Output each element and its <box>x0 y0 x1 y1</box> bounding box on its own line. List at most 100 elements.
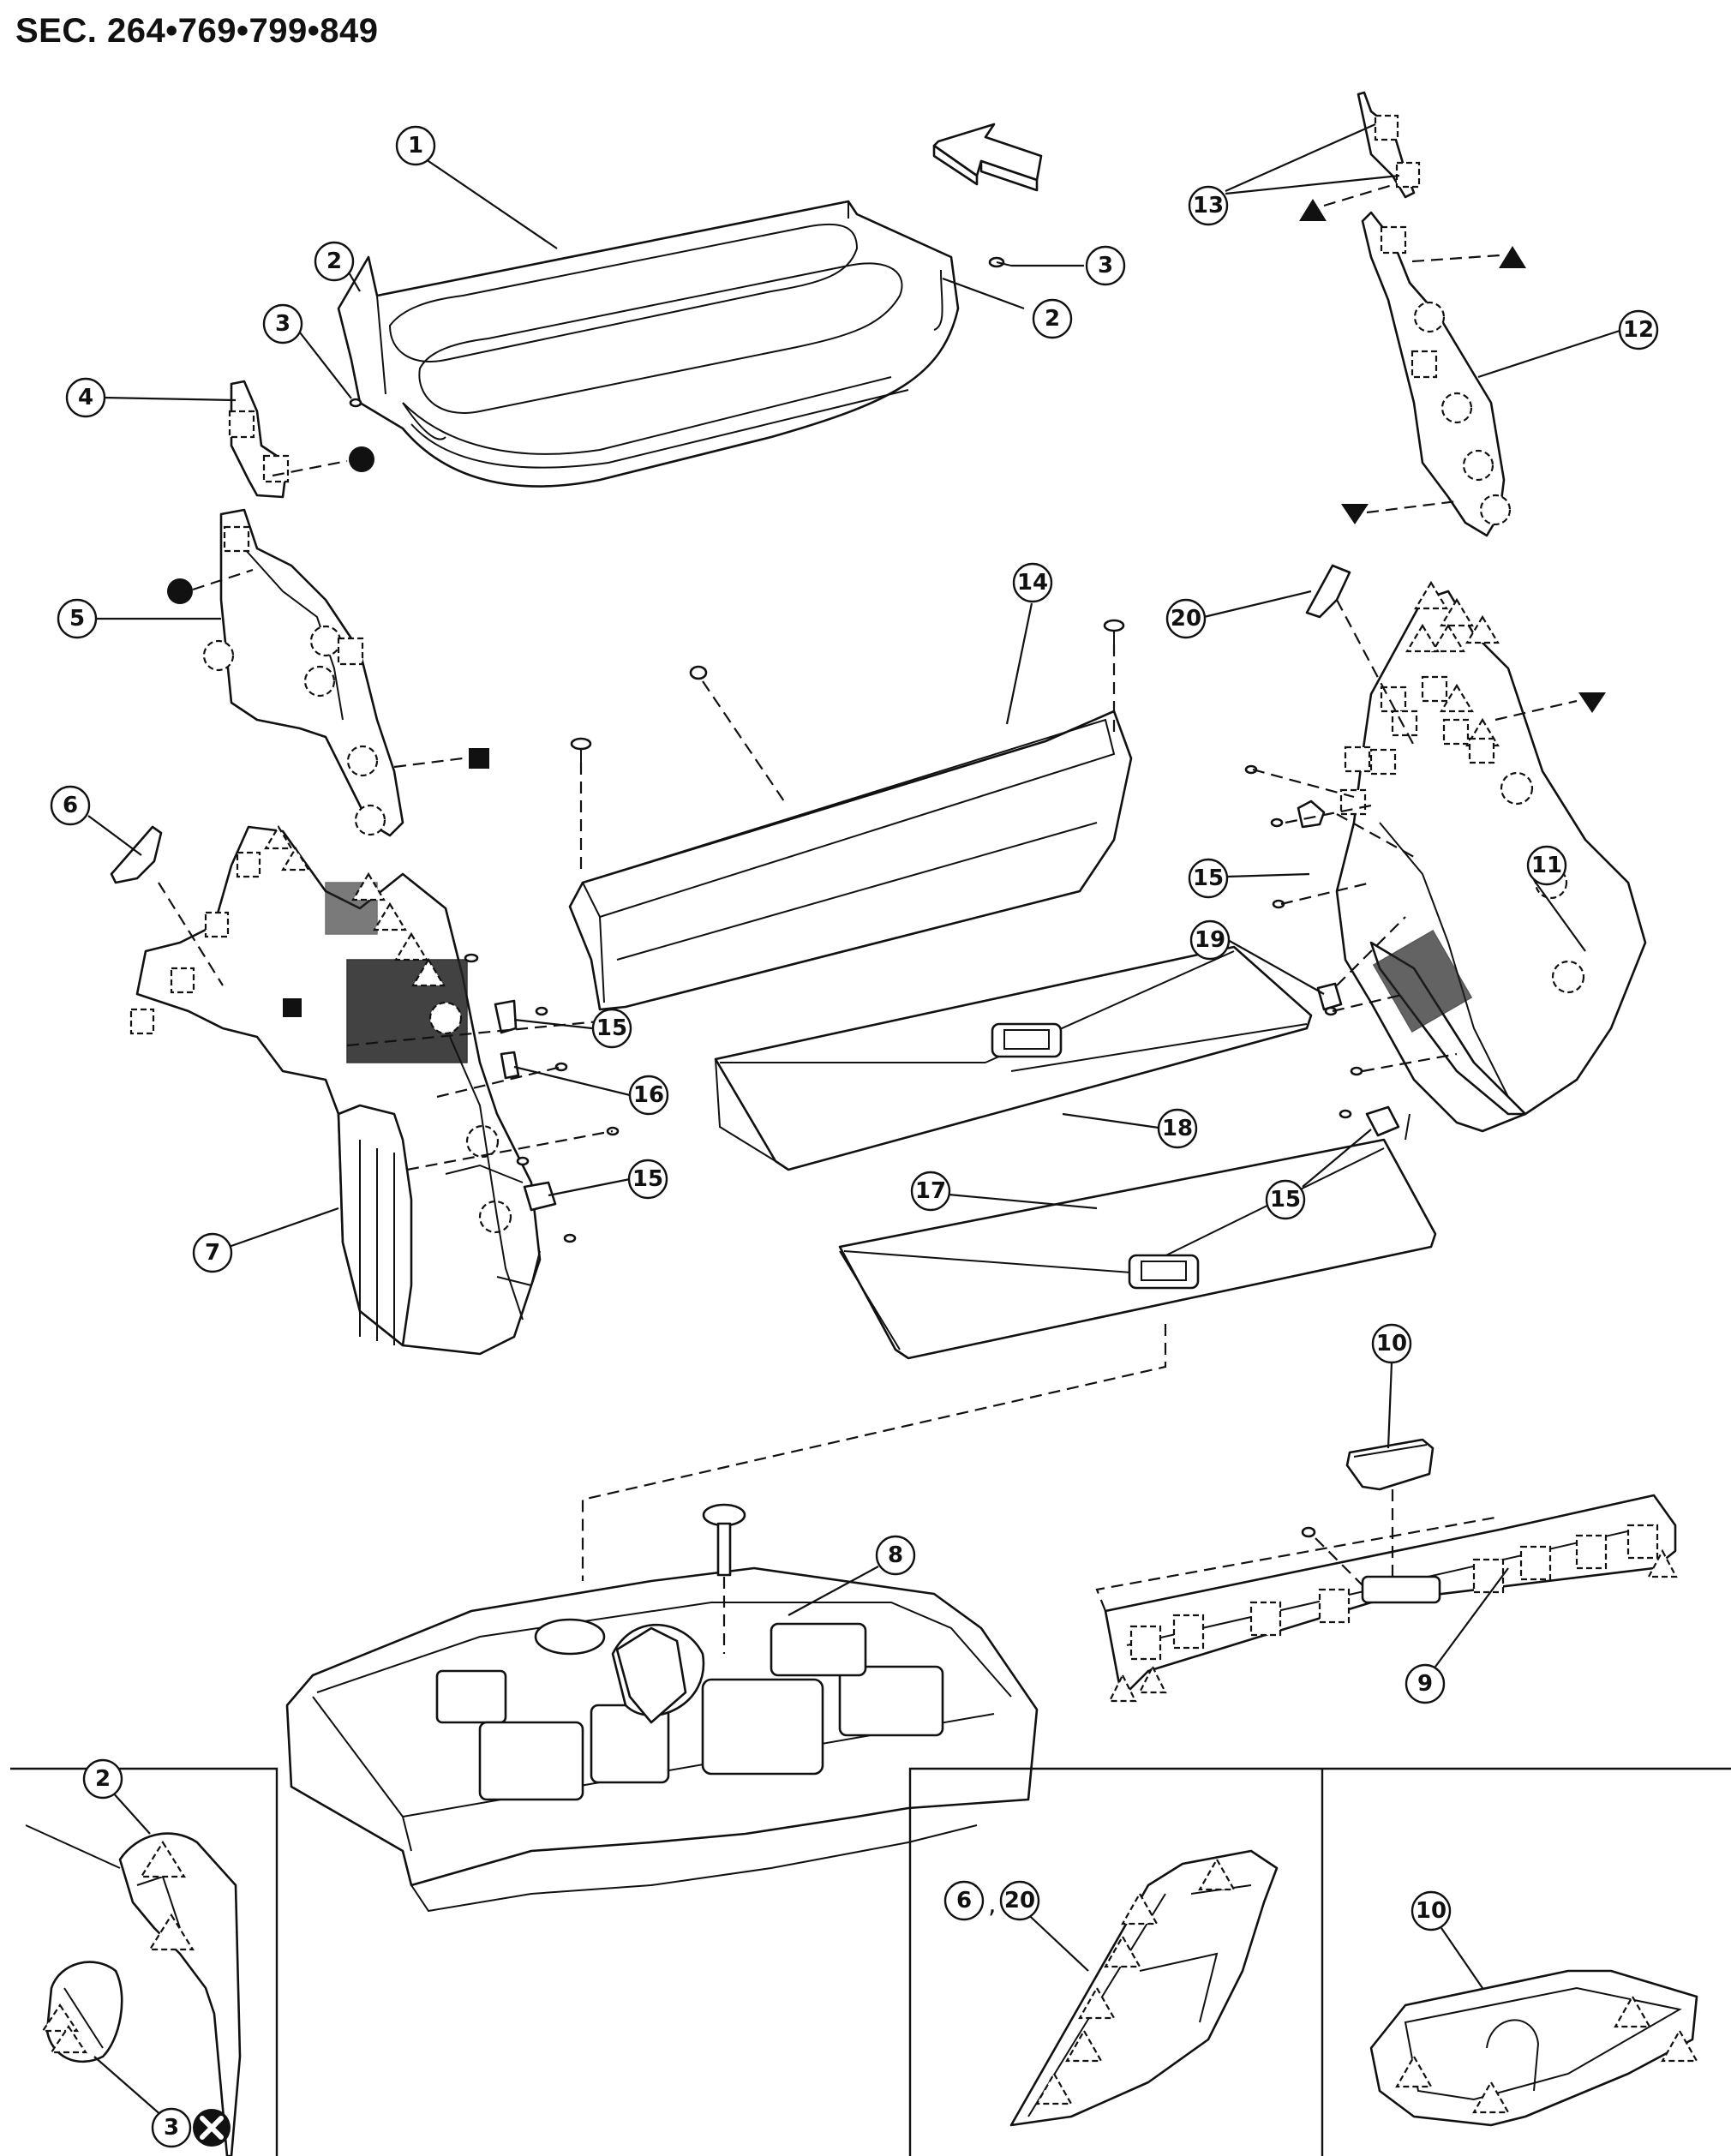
svg-text:15: 15 <box>596 1015 627 1041</box>
trim-part-13 <box>1357 91 1421 199</box>
callout-1: 1 <box>395 125 436 166</box>
callout-12: 12 <box>1618 309 1659 350</box>
luggage-side-lower-finisher-part-11 <box>1335 580 1647 1133</box>
inset-bracket-detail: 6 , 20 <box>908 1767 1731 2156</box>
filled-triangle-up-symbol-b <box>1499 246 1526 268</box>
screws-left <box>464 953 620 1243</box>
svg-text:15: 15 <box>632 1166 663 1192</box>
callout-15-right-lower: 15 <box>1265 1179 1306 1220</box>
svg-text:13: 13 <box>1193 193 1224 219</box>
hook-part-2-left <box>402 402 446 440</box>
filled-triangle-up-symbol-a <box>1299 199 1327 221</box>
callout-6-inset: 6 <box>943 1880 985 1921</box>
svg-text:15: 15 <box>1193 865 1224 891</box>
clip-part-16 <box>500 1051 520 1080</box>
callout-15-left-upper: 15 <box>591 1008 632 1049</box>
filled-triangle-down-symbol-a <box>1341 504 1369 524</box>
callout-20-inset: 20 <box>999 1880 1040 1921</box>
svg-text:17: 17 <box>915 1178 946 1204</box>
tool-tray-part-8 <box>285 1566 1039 1913</box>
svg-text:4: 4 <box>78 385 93 410</box>
svg-text:3: 3 <box>1098 253 1113 278</box>
screw-part-3-left <box>349 398 362 408</box>
front-direction-arrow-icon <box>932 123 1043 192</box>
svg-text:14: 14 <box>1017 570 1048 596</box>
callout-7: 7 <box>192 1232 233 1273</box>
svg-text:15: 15 <box>1270 1187 1301 1213</box>
svg-text:8: 8 <box>888 1542 903 1568</box>
callout-10: 10 <box>1371 1323 1412 1364</box>
callout-2-top-right: 2 <box>1032 298 1073 339</box>
svg-text:1: 1 <box>408 133 423 159</box>
luggage-side-lower-finisher-part-7 <box>129 824 542 1356</box>
callout-17: 17 <box>910 1171 951 1212</box>
circle-x-icon <box>193 2109 231 2147</box>
svg-text:19: 19 <box>1195 927 1225 953</box>
svg-text:2: 2 <box>1045 306 1060 332</box>
svg-text:20: 20 <box>1171 606 1201 632</box>
callout-4: 4 <box>65 377 106 418</box>
callout-2-top-left: 2 <box>314 241 355 282</box>
callout-3-left: 3 <box>262 303 303 344</box>
svg-text:6: 6 <box>63 793 78 818</box>
svg-text:6: 6 <box>956 1888 972 1913</box>
bracket-part-4 <box>228 380 290 499</box>
side-finisher-upper-part-12 <box>1361 211 1512 537</box>
svg-text:20: 20 <box>1004 1888 1035 1913</box>
push-clip-part-8 <box>702 1503 746 1577</box>
clip-part-15-left-upper <box>494 999 518 1034</box>
svg-text:7: 7 <box>205 1240 220 1266</box>
bracket-part-6 <box>110 825 163 884</box>
callout-separator: , <box>988 1889 997 1919</box>
clip-part-15-right-upper <box>1297 800 1326 829</box>
svg-text:3: 3 <box>275 311 290 337</box>
svg-text:2: 2 <box>326 249 342 274</box>
callout-18: 18 <box>1157 1108 1198 1149</box>
callout-6: 6 <box>50 785 91 826</box>
screw-part-3-top-right <box>988 256 1012 268</box>
callout-9: 9 <box>1405 1663 1446 1704</box>
svg-text:11: 11 <box>1531 853 1562 878</box>
filled-circle-symbol-a <box>349 446 374 472</box>
svg-text:18: 18 <box>1162 1116 1193 1141</box>
callout-2-inset: 2 <box>82 1758 123 1800</box>
pins-part-14 <box>570 619 1125 763</box>
callout-11: 11 <box>1526 845 1567 886</box>
svg-text:10: 10 <box>1376 1331 1407 1356</box>
screws-right <box>1244 764 1363 1119</box>
filled-triangle-down-symbol-b <box>1578 692 1606 713</box>
svg-text:9: 9 <box>1417 1671 1433 1697</box>
svg-text:12: 12 <box>1623 317 1654 343</box>
callout-20: 20 <box>1165 598 1207 639</box>
callout-5: 5 <box>57 598 98 639</box>
callout-8: 8 <box>875 1535 916 1576</box>
bracket-part-20 <box>1305 564 1351 619</box>
luggage-side-board-part-1 <box>337 200 960 488</box>
filled-circle-symbol-b <box>167 578 193 604</box>
callout-14: 14 <box>1012 562 1053 603</box>
clip-part-19 <box>1316 982 1343 1011</box>
svg-text:16: 16 <box>633 1082 664 1108</box>
clip-part-15-left-lower <box>523 1181 557 1212</box>
back-panel-finisher-part-9 <box>1104 1494 1678 1703</box>
screw-part-9 <box>1301 1526 1316 1538</box>
callout-3-inset: 3 <box>151 2107 192 2148</box>
callout-13: 13 <box>1188 185 1229 226</box>
svg-text:2: 2 <box>95 1766 111 1792</box>
section-title: SEC. 264•769•799•849 <box>15 12 379 50</box>
inset-handle-cup-detail: 10 <box>1369 1890 1698 2127</box>
callout-19: 19 <box>1189 919 1231 961</box>
clip-part-15-right-lower <box>1365 1105 1400 1137</box>
inset-left-hook-detail: 2 3 <box>10 1758 279 2156</box>
callout-15-left-lower: 15 <box>627 1159 668 1200</box>
relation-lines <box>158 183 1578 1654</box>
callout-15-right-upper: 15 <box>1188 858 1229 899</box>
luggage-box-part-14 <box>568 710 1133 1011</box>
luggage-floor-board-part-18 <box>714 945 1313 1171</box>
callout-16: 16 <box>628 1075 669 1116</box>
handle-cup-part-10 <box>1345 1438 1435 1491</box>
svg-text:10: 10 <box>1416 1898 1446 1924</box>
hook-part-2-right <box>933 269 943 331</box>
filled-square-symbol <box>469 748 489 769</box>
